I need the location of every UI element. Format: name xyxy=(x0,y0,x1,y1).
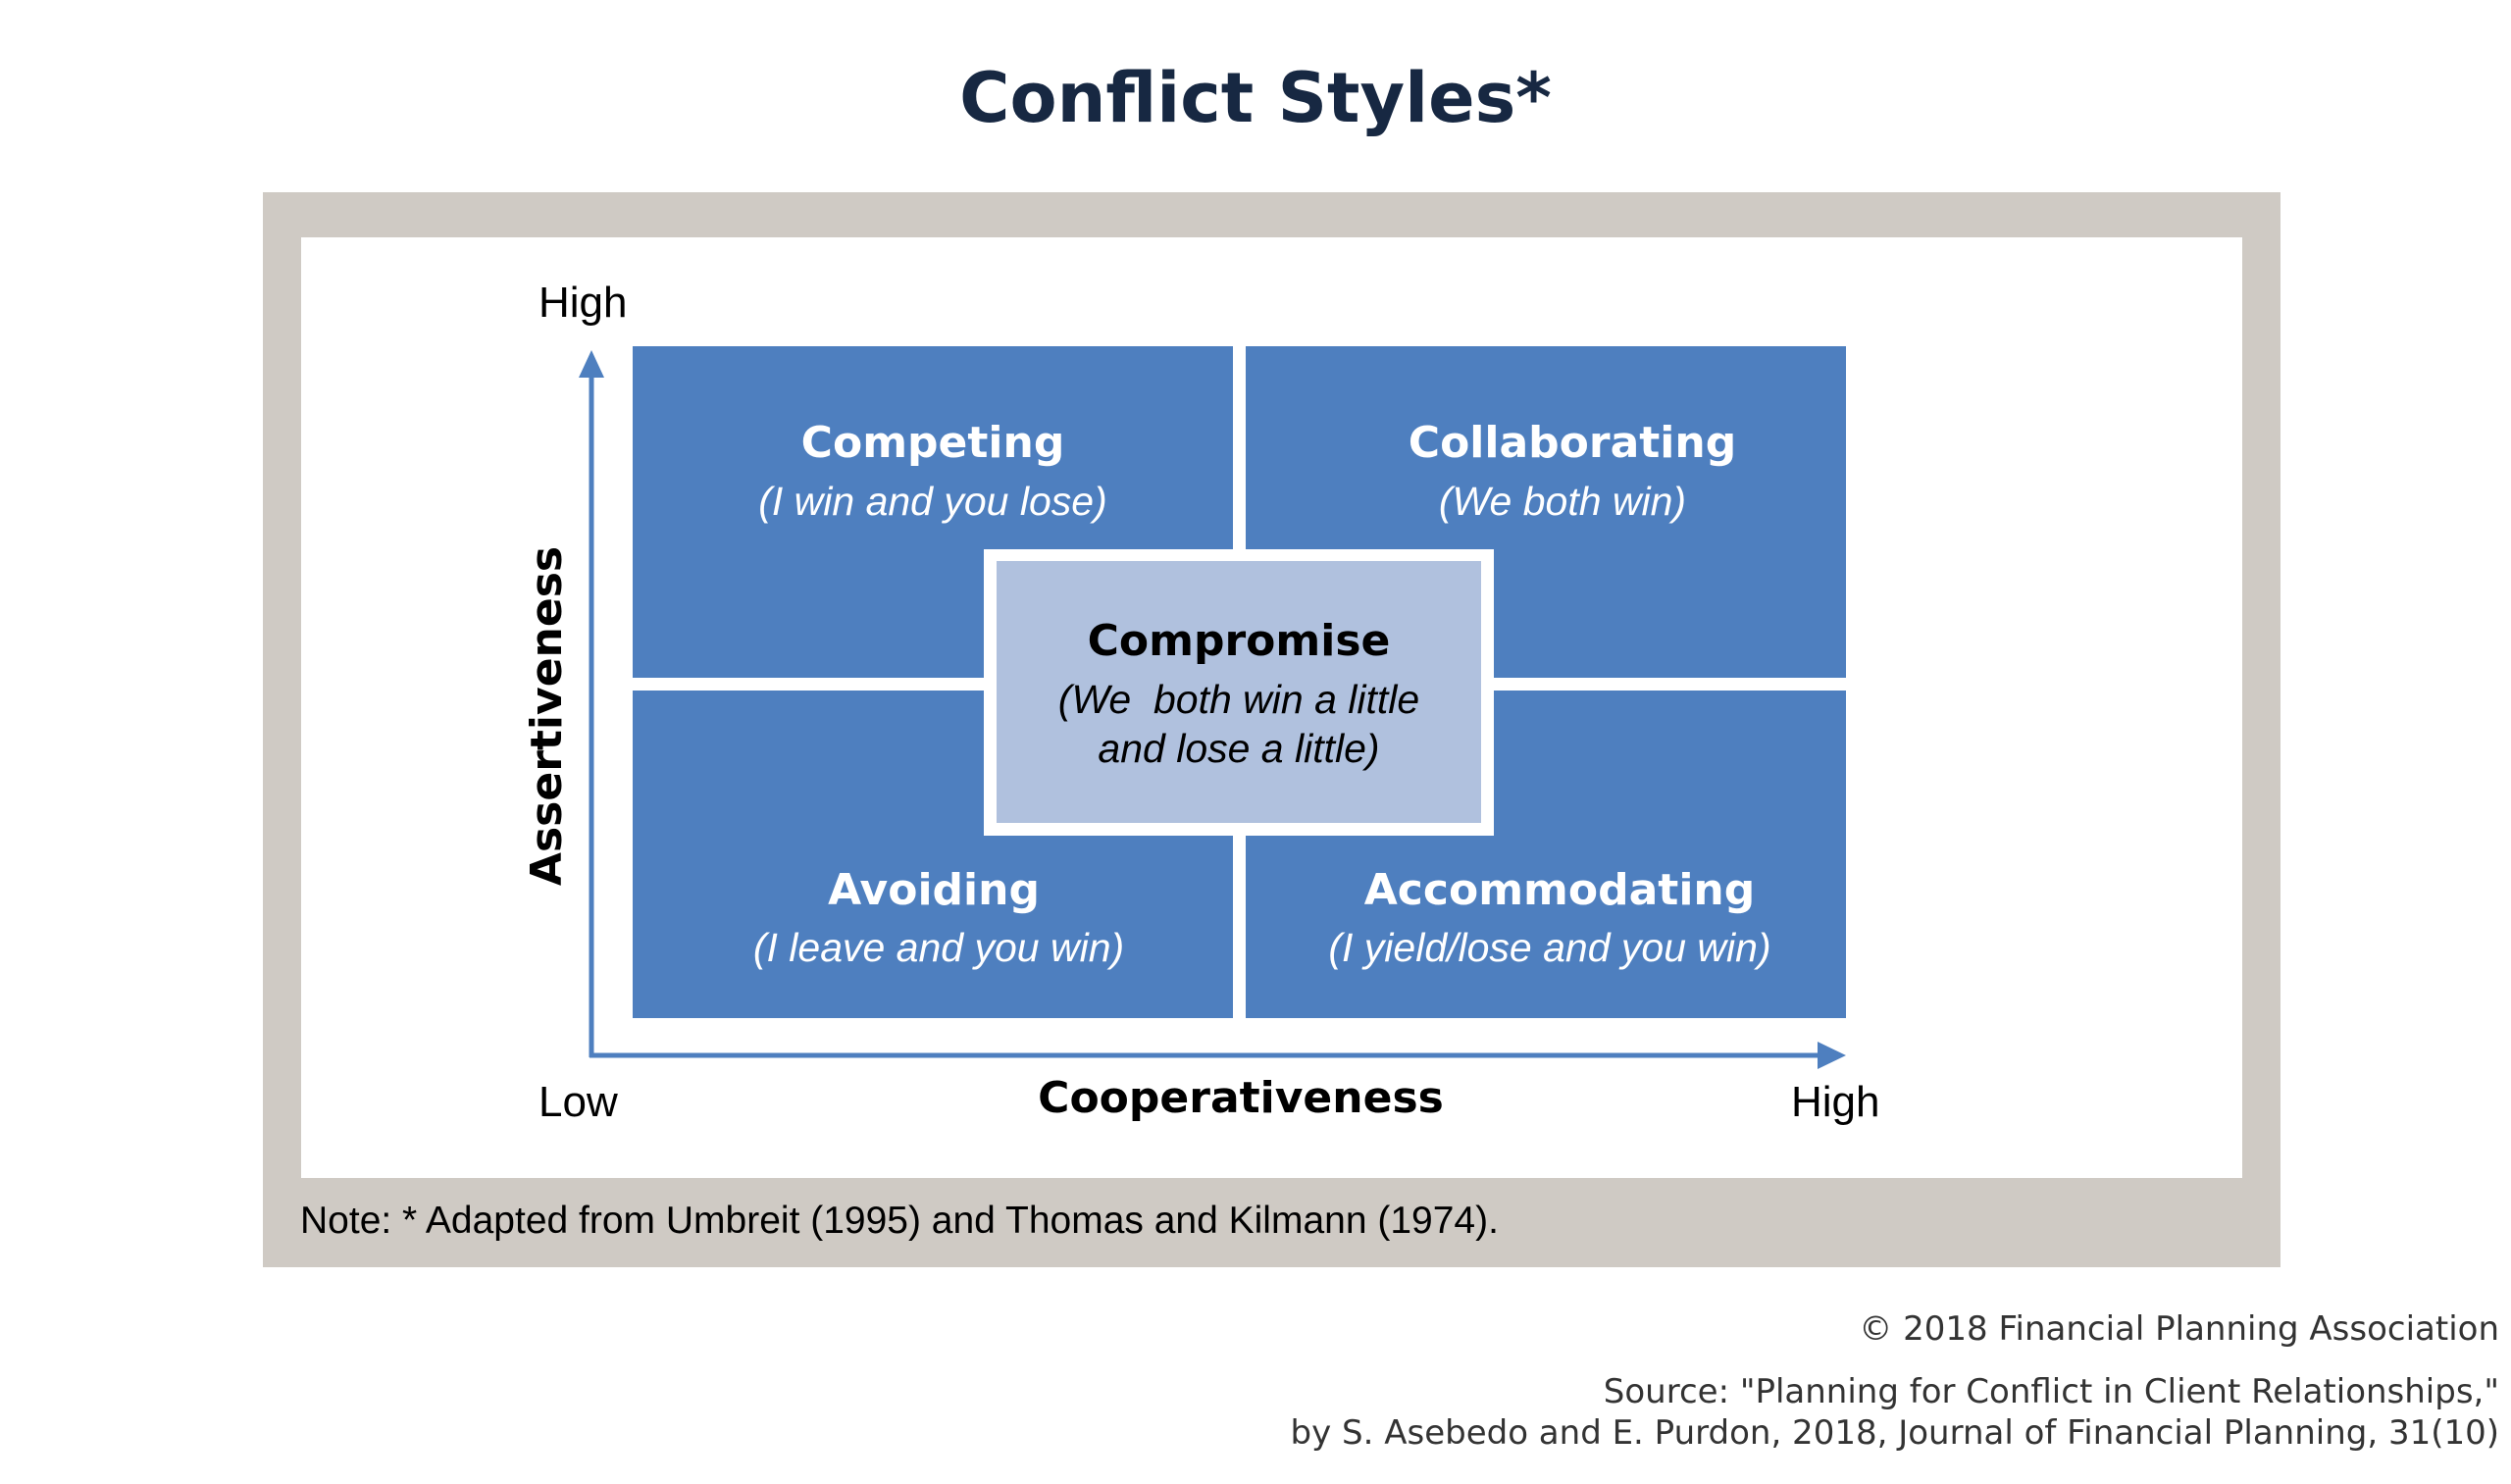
avoiding-title: Avoiding xyxy=(828,865,1040,915)
accommodating-title: Accommodating xyxy=(1364,865,1756,915)
compromise-subtitle-line1: (We both win a little xyxy=(1058,677,1419,722)
source-line-1: Source: "Planning for Conflict in Client… xyxy=(1603,1372,2499,1411)
x-axis-title: Cooperativeness xyxy=(1038,1073,1444,1123)
page-title: Conflict Styles* xyxy=(959,58,1552,138)
compromise-box xyxy=(997,561,1481,823)
accommodating-subtitle: (I yield/lose and you win) xyxy=(1328,925,1770,970)
x-axis-low-label: Low xyxy=(538,1078,618,1126)
figure-note: Note: * Adapted from Umbreit (1995) and … xyxy=(300,1200,1499,1242)
compromise-subtitle-line2: and lose a little) xyxy=(1098,726,1379,771)
collaborating-subtitle: (We both win) xyxy=(1439,479,1686,524)
source-line-2: by S. Asebedo and E. Purdon, 2018, Journ… xyxy=(1290,1413,2499,1453)
avoiding-subtitle: (I leave and you win) xyxy=(753,925,1124,970)
competing-subtitle: (I win and you lose) xyxy=(758,479,1107,524)
x-axis-arrow xyxy=(1818,1042,1846,1069)
collaborating-title: Collaborating xyxy=(1409,418,1736,468)
y-axis-arrow xyxy=(579,350,604,378)
y-axis-title: Assertiveness xyxy=(522,546,572,886)
y-axis-high-label: High xyxy=(538,279,628,327)
copyright-text: © 2018 Financial Planning Association xyxy=(1859,1309,2499,1349)
competing-title: Competing xyxy=(801,418,1065,468)
x-axis-high-label: High xyxy=(1791,1078,1880,1126)
compromise-title: Compromise xyxy=(1088,616,1391,666)
